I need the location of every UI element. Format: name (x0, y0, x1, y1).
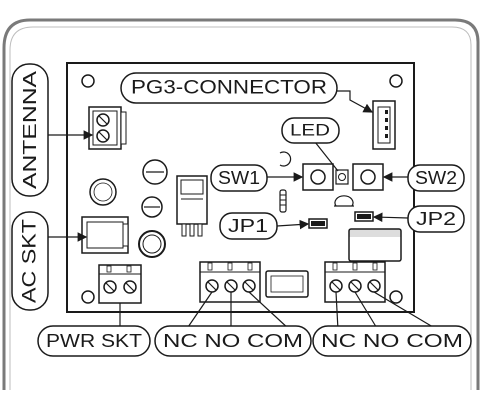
ac-skt-label: AC SKT (20, 219, 41, 303)
antenna-label: ANTENNA (20, 71, 40, 189)
misc-components (279, 151, 354, 213)
switch-sw2 (352, 163, 384, 191)
led-label: LED (290, 121, 330, 140)
ac-socket (81, 216, 129, 254)
relay1-contacts-label: NC NO COM (163, 331, 303, 351)
sw2-label: SW2 (415, 168, 457, 188)
mounting-hole-bottom-left (81, 290, 95, 304)
jumper-jp2 (354, 211, 374, 222)
relay-2 (348, 228, 402, 262)
outer-frame (2, 18, 480, 390)
relay-1 (265, 270, 309, 298)
jp2-label: JP2 (416, 209, 456, 229)
switch-sw1 (302, 163, 334, 191)
voltage-regulator (176, 175, 208, 237)
jp1-label: JP1 (228, 216, 268, 236)
mounting-hole-bottom-right (389, 290, 403, 304)
pg3-connector-label: PG3-CONNECTOR (131, 78, 327, 99)
pwr-skt-label: PWR SKT (46, 331, 142, 351)
callout-boxes (11, 63, 472, 357)
relay2-contacts-label: NC NO COM (321, 331, 463, 351)
relay2-terminal-block (324, 261, 386, 303)
sw1-label: SW1 (218, 168, 260, 188)
pg3-connector (372, 100, 396, 150)
pwr-terminal-block (98, 264, 142, 304)
jumper-jp1 (308, 218, 328, 229)
antenna-terminal-block (88, 106, 127, 150)
led-component (335, 169, 349, 185)
round-components (89, 159, 168, 258)
leader-lines (48, 90, 439, 331)
mounting-hole-top-right (389, 74, 403, 88)
outer-frame-inner (9, 26, 472, 390)
mounting-hole-top-left (81, 74, 95, 88)
